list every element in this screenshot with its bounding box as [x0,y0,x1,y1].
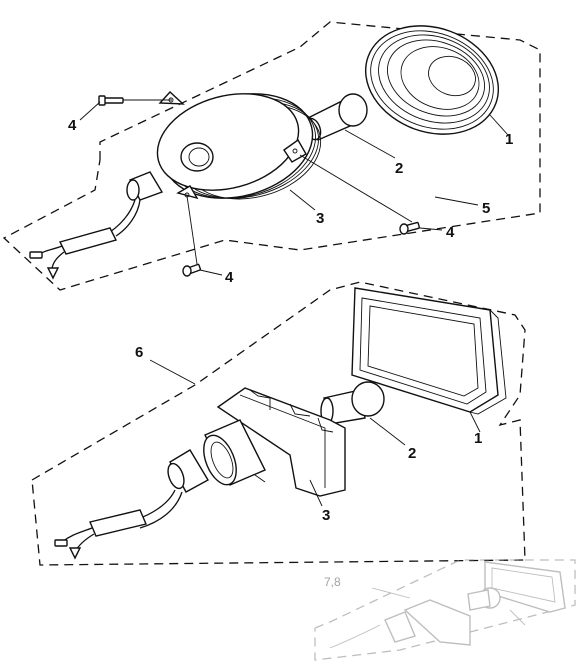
callout-screw-right: 4 [446,224,455,241]
screw-bottom [182,195,202,277]
callout-round-housing: 3 [316,210,324,227]
rect-lens [351,287,507,415]
round-housing [156,91,322,200]
callout-round-lens: 1 [505,131,513,148]
callout-assembly-rect: 6 [135,344,143,361]
callout-rect-housing: 3 [322,507,330,524]
rect-wire-harness [54,449,209,560]
inset-assembly: 7,8 [314,559,576,661]
round-wire-harness [29,171,164,280]
rect-headlight-assembly: 6 1 2 3 [31,281,526,566]
assembly-boundary-round [2,21,541,291]
rect-housing [203,387,346,497]
callout-assembly-round: 5 [482,200,490,217]
screw-top [98,95,172,106]
round-lens-rim [364,25,500,135]
round-headlight-assembly: 1 2 3 4 4 4 5 [2,21,541,291]
screw-right [399,221,421,235]
assembly-boundary-rect [31,281,526,566]
callout-screw-top: 4 [68,117,77,134]
callout-rect-lens: 1 [474,430,482,447]
callout-inset-assembly: 7,8 [324,575,341,589]
round-screws [98,95,421,277]
callout-screw-bottom: 4 [225,269,234,286]
callout-round-bulb: 2 [395,160,403,177]
rect-bulb [320,381,385,425]
callout-rect-bulb: 2 [408,445,416,462]
